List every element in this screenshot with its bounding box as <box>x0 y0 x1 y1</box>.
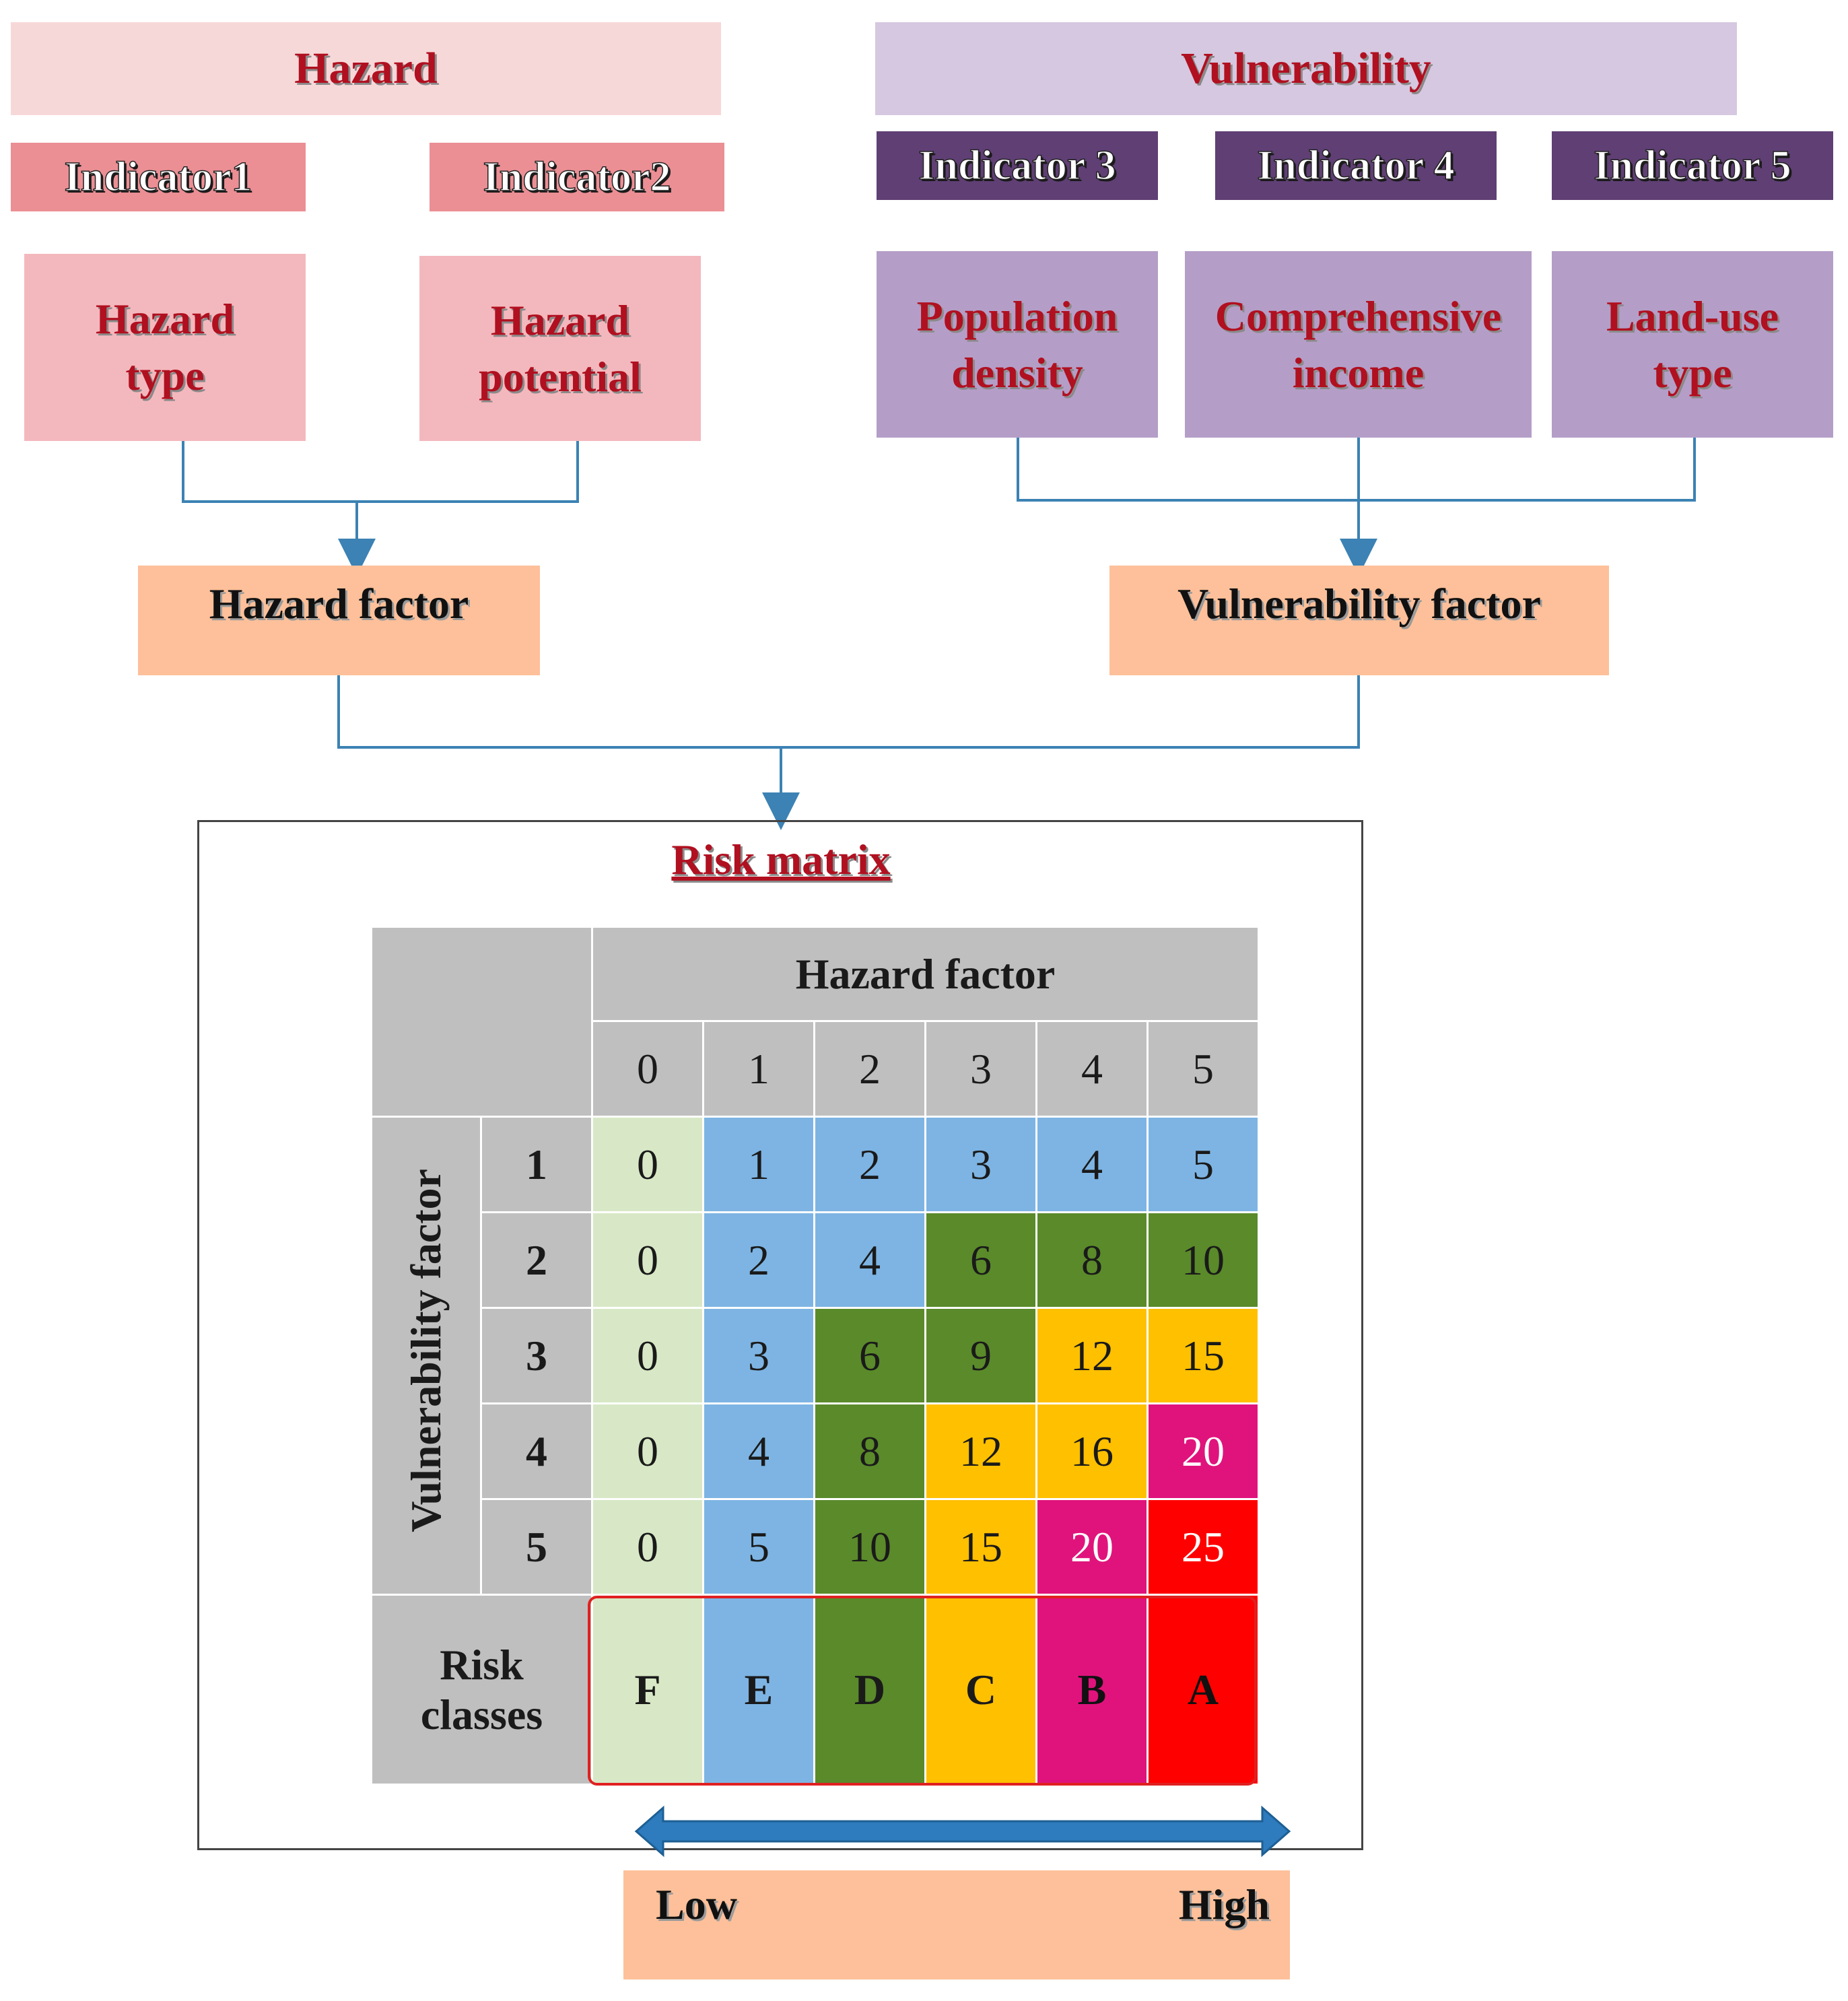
hazard-type-box: Hazard type <box>24 254 306 441</box>
vulnerability-level: 4 <box>480 1402 593 1500</box>
comprehensive-income-box: Comprehensive income <box>1185 251 1532 438</box>
matrix-cell: 8 <box>1035 1211 1149 1309</box>
matrix-corner <box>370 926 593 1118</box>
land-use-type-line2: type <box>1653 348 1732 397</box>
risk-class-b: B <box>1035 1594 1149 1786</box>
matrix-cell: 15 <box>1147 1307 1260 1404</box>
row-header: Vulnerability factor <box>370 1116 482 1596</box>
matrix-cell: 0 <box>591 1498 704 1596</box>
indicator-1: Indicator1 <box>11 143 306 211</box>
risk-matrix-title: Risk matrix <box>606 829 956 890</box>
matrix-cell: 8 <box>813 1402 926 1500</box>
risk-class-outline <box>588 1596 1257 1786</box>
hazard-header: Hazard <box>11 22 721 115</box>
land-use-type-box: Land-use type <box>1552 251 1833 438</box>
matrix-cell: 4 <box>1035 1116 1149 1213</box>
matrix-cell: 4 <box>702 1402 815 1500</box>
matrix-cell: 20 <box>1035 1498 1149 1596</box>
vulnerability-level: 1 <box>480 1116 593 1213</box>
hazard-level: 1 <box>702 1020 815 1118</box>
risk-classes-label: Risk classes <box>370 1594 593 1786</box>
scale-high: High <box>1178 1880 1270 1928</box>
vulnerability-factor-label: Vulnerability factor <box>1177 580 1541 628</box>
hazard-type-line2: type <box>125 351 205 399</box>
hazard-potential-line1: Hazard <box>490 296 630 344</box>
matrix-cell: 0 <box>591 1307 704 1404</box>
population-density-line2: density <box>951 348 1083 397</box>
matrix-cell: 25 <box>1147 1498 1260 1596</box>
matrix-cell: 6 <box>924 1211 1037 1309</box>
risk-class-f: F <box>591 1594 704 1786</box>
comprehensive-income-line2: income <box>1292 348 1425 397</box>
land-use-type-line1: Land-use <box>1606 292 1779 340</box>
matrix-cell: 2 <box>813 1116 926 1213</box>
hazard-level: 5 <box>1147 1020 1260 1118</box>
hazard-level: 2 <box>813 1020 926 1118</box>
indicator-2: Indicator2 <box>430 143 724 211</box>
matrix-cell: 16 <box>1035 1402 1149 1500</box>
vulnerability-factor-box: Vulnerability factor <box>1109 566 1609 675</box>
indicator-3: Indicator 3 <box>877 131 1158 200</box>
matrix-cell: 0 <box>591 1402 704 1500</box>
risk-classes-line2: classes <box>420 1690 543 1738</box>
population-density-box: Population density <box>877 251 1158 438</box>
hazard-type-line1: Hazard <box>95 295 235 343</box>
indicator-2-label: Indicator2 <box>483 154 672 201</box>
risk-matrix-title-text: Risk matrix <box>671 836 891 883</box>
matrix-cell: 20 <box>1147 1402 1260 1500</box>
risk-classes-line1: Risk <box>440 1640 524 1689</box>
hazard-level: 4 <box>1035 1020 1149 1118</box>
col-header: Hazard factor <box>591 926 1260 1022</box>
hazard-level: 0 <box>591 1020 704 1118</box>
vulnerability-level: 5 <box>480 1498 593 1596</box>
matrix-cell: 2 <box>702 1211 815 1309</box>
vulnerability-level: 2 <box>480 1211 593 1309</box>
indicator-5: Indicator 5 <box>1552 131 1833 200</box>
matrix-cell: 9 <box>924 1307 1037 1404</box>
hazard-factor-label: Hazard factor <box>209 580 469 628</box>
risk-class-a: A <box>1147 1594 1260 1786</box>
population-density-line1: Population <box>916 292 1118 340</box>
vulnerability-header: Vulnerability <box>875 22 1737 115</box>
hazard-potential-line2: potential <box>479 352 642 401</box>
matrix-cell: 0 <box>591 1116 704 1213</box>
hazard-level: 3 <box>924 1020 1037 1118</box>
risk-class-e: E <box>702 1594 815 1786</box>
indicator-1-label: Indicator1 <box>64 154 253 201</box>
risk-class-d: D <box>813 1594 926 1786</box>
matrix-cell: 12 <box>924 1402 1037 1500</box>
comprehensive-income-line1: Comprehensive <box>1214 292 1502 340</box>
indicator-3-label: Indicator 3 <box>918 142 1117 189</box>
matrix-cell: 5 <box>1147 1116 1260 1213</box>
matrix-cell: 1 <box>702 1116 815 1213</box>
vulnerability-level: 3 <box>480 1307 593 1404</box>
risk-matrix-table: Hazard factor 0 1 2 3 4 5 Vulnerability … <box>370 926 1260 1786</box>
matrix-cell: 15 <box>924 1498 1037 1596</box>
hazard-title: Hazard <box>294 44 438 93</box>
col-header-text: Hazard factor <box>795 949 1056 998</box>
risk-class-c: C <box>924 1594 1037 1786</box>
matrix-cell: 3 <box>924 1116 1037 1213</box>
hazard-factor-box: Hazard factor <box>138 566 540 675</box>
matrix-cell: 10 <box>813 1498 926 1596</box>
hazard-potential-box: Hazard potential <box>419 256 701 441</box>
matrix-cell: 10 <box>1147 1211 1260 1309</box>
indicator-4-label: Indicator 4 <box>1257 142 1456 189</box>
matrix-cell: 5 <box>702 1498 815 1596</box>
matrix-cell: 4 <box>813 1211 926 1309</box>
matrix-cell: 0 <box>591 1211 704 1309</box>
matrix-cell: 3 <box>702 1307 815 1404</box>
indicator-5-label: Indicator 5 <box>1594 142 1792 189</box>
risk-matrix-frame <box>197 820 1363 1850</box>
vulnerability-title: Vulnerability <box>1181 44 1431 93</box>
scale-box: Low High <box>623 1870 1290 1979</box>
matrix-cell: 6 <box>813 1307 926 1404</box>
indicator-4: Indicator 4 <box>1215 131 1497 200</box>
matrix-cell: 12 <box>1035 1307 1149 1404</box>
scale-low: Low <box>656 1880 737 1928</box>
